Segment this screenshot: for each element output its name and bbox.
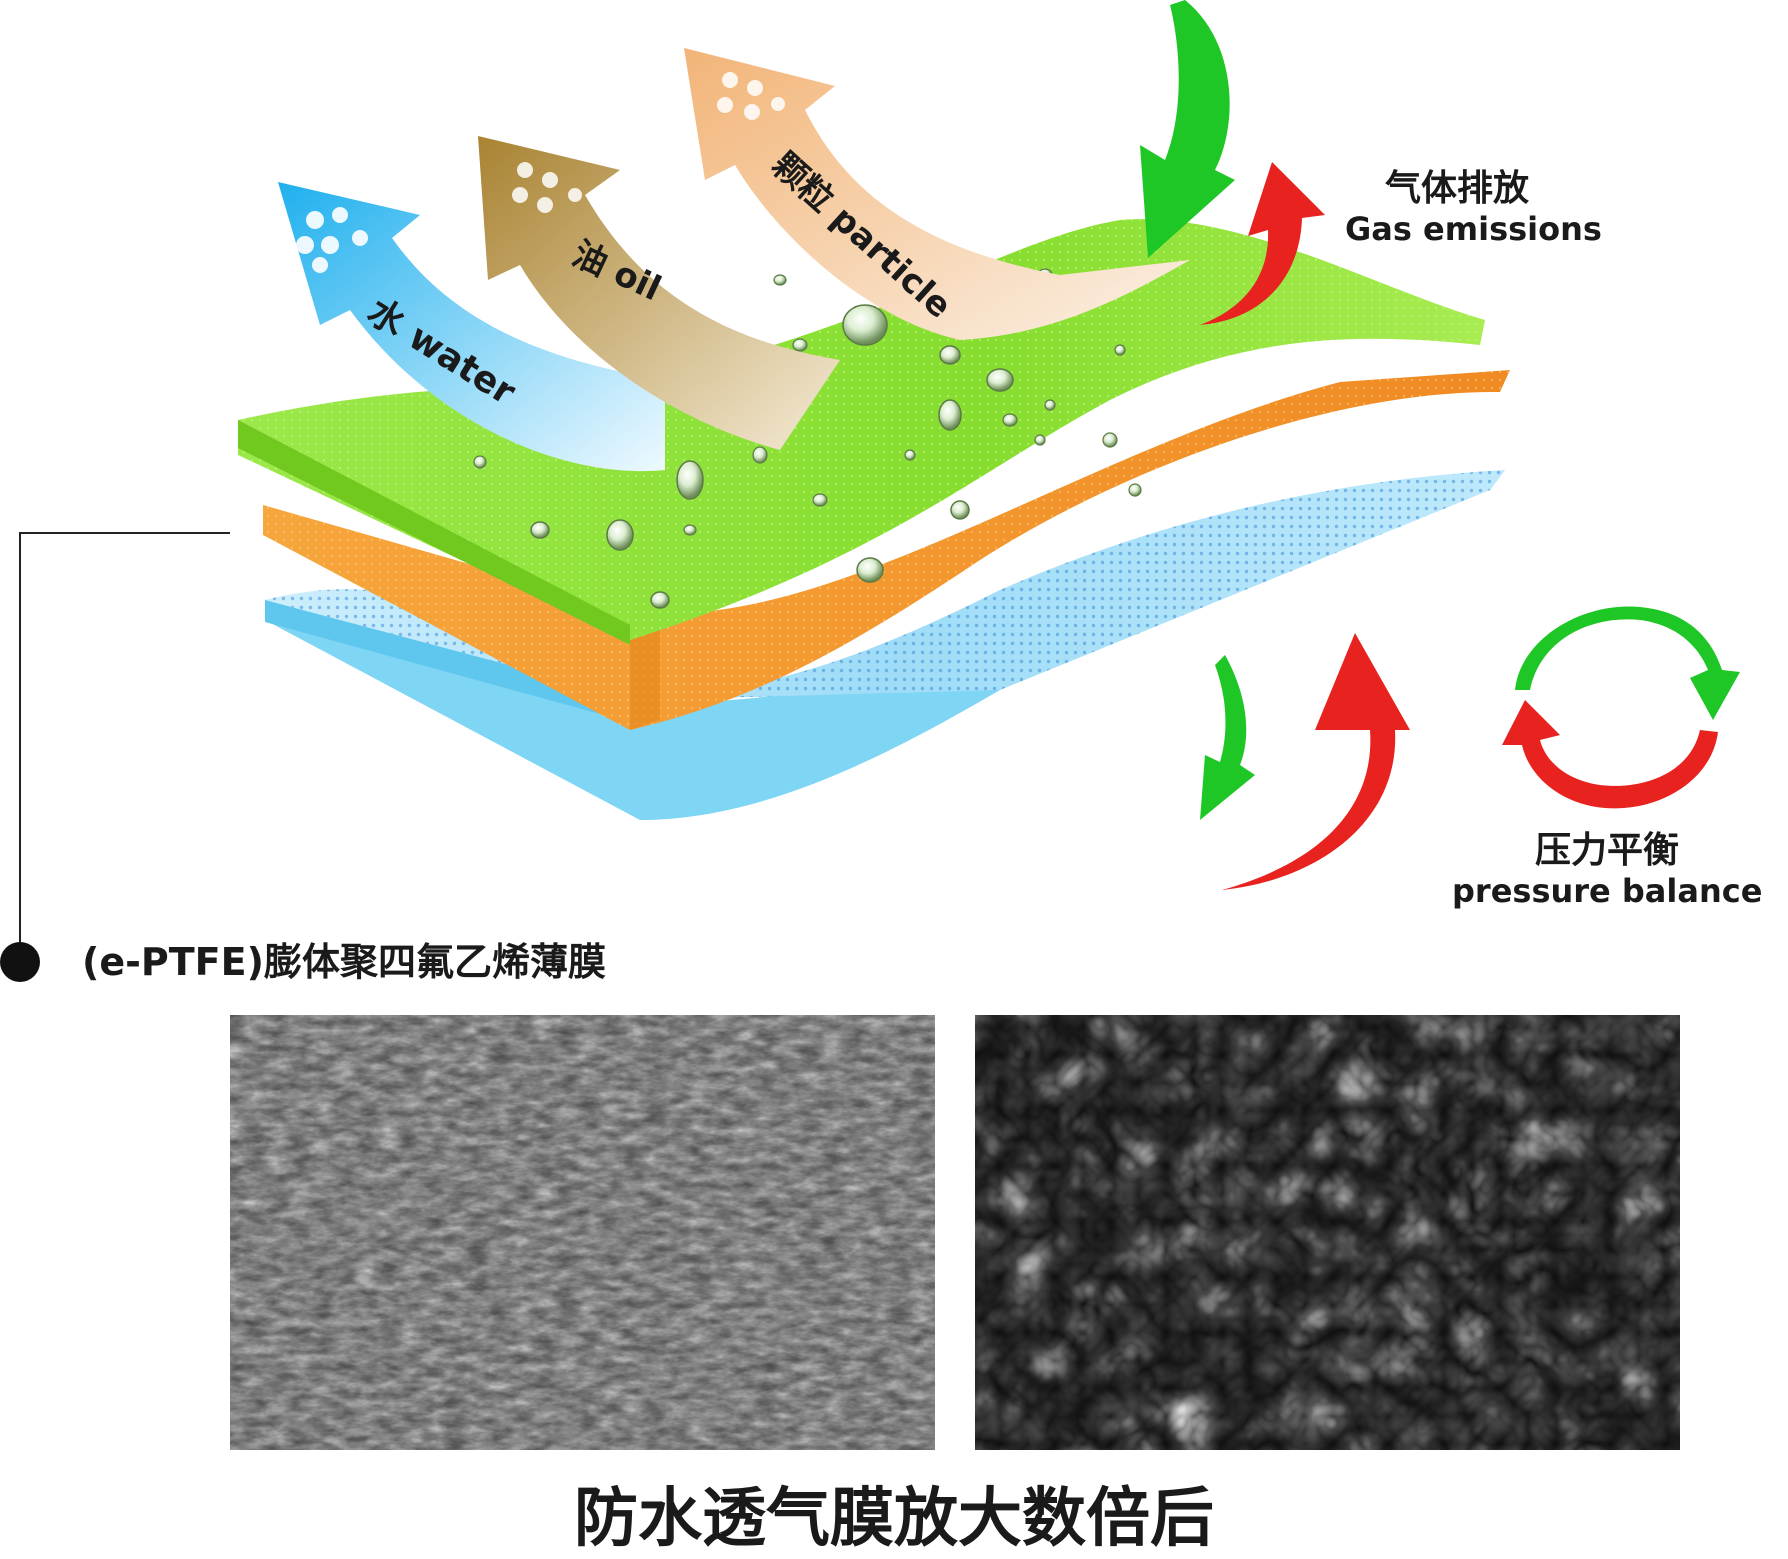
gas-emissions-en: Gas emissions (1345, 210, 1602, 248)
micrograph-dense (230, 1015, 935, 1450)
pressure-balance-en: pressure balance (1452, 872, 1762, 910)
red-up-arrow-top (1200, 162, 1325, 325)
pressure-balance-cycle-icon (1502, 606, 1740, 809)
micrograph-network (975, 1015, 1680, 1450)
membrane-label: (e-PTFE)膨体聚四氟乙烯薄膜 (82, 940, 606, 984)
gas-emissions-zh: 气体排放 (1385, 168, 1529, 209)
particle-arrow (684, 48, 1190, 340)
membrane-leader-line (0, 532, 230, 982)
bottom-title: 防水透气膜放大数倍后 (574, 1482, 1214, 1556)
green-down-arrow-bottom (1200, 655, 1255, 820)
green-down-arrow-top (1140, 0, 1235, 258)
oil-arrow (478, 136, 840, 450)
pressure-balance-zh: 压力平衡 (1535, 830, 1679, 871)
green-membrane-layer (238, 219, 1485, 645)
red-up-arrow-bottom (1222, 633, 1410, 890)
blue-membrane-layer (265, 470, 1505, 820)
water-droplets (473, 268, 1142, 609)
water-arrow (278, 182, 665, 472)
